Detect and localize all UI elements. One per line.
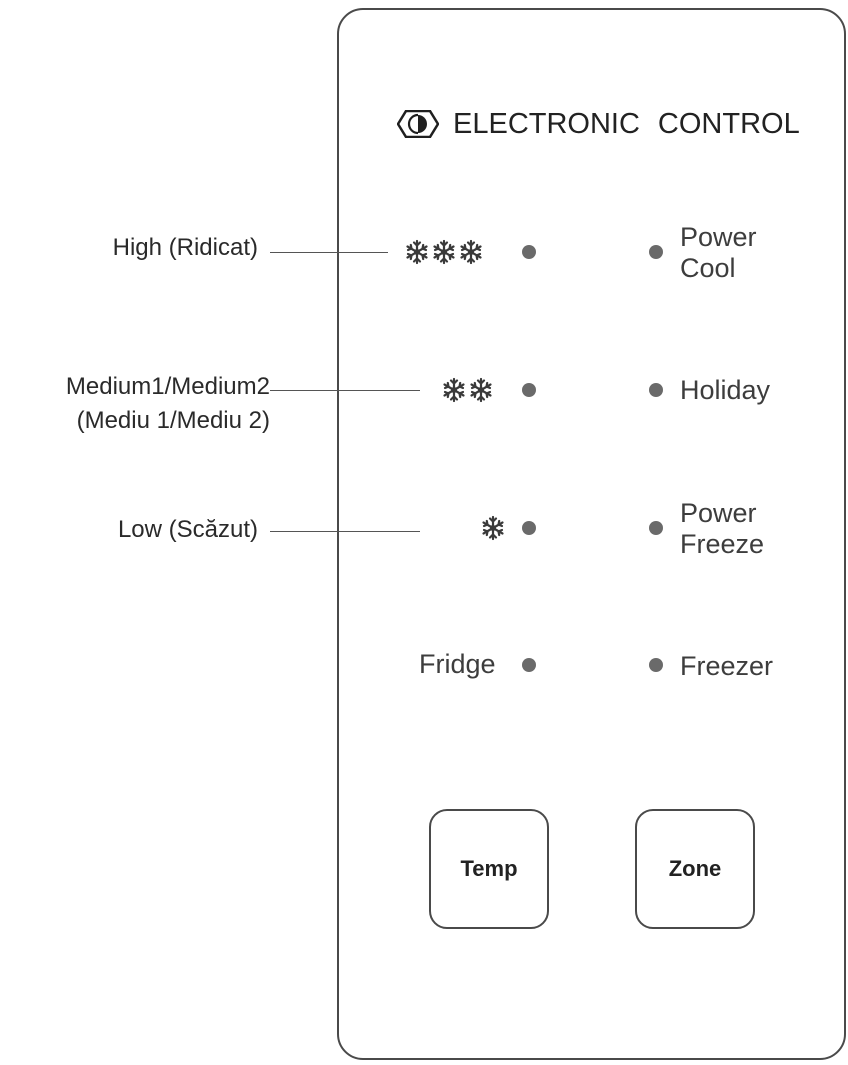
snowflake-group-high bbox=[404, 237, 485, 267]
callout-low-text: Low (Scăzut) bbox=[117, 516, 258, 543]
snowflake-icon bbox=[470, 377, 492, 403]
leader-line-low bbox=[270, 531, 420, 532]
callout-high: High (Ridicat) bbox=[113, 231, 258, 265]
indicator-dot-power-cool bbox=[649, 245, 663, 259]
power-cool-label: Power Cool bbox=[680, 222, 757, 284]
power-freeze-line1: Power bbox=[680, 498, 757, 528]
leader-line-medium bbox=[270, 390, 420, 391]
power-freeze-line2: Freeze bbox=[680, 529, 765, 559]
indicator-dot-power-freeze bbox=[649, 521, 663, 535]
indicator-dot-holiday bbox=[649, 383, 663, 397]
freezer-label: Freezer bbox=[680, 651, 774, 681]
indicator-dot-medium bbox=[522, 383, 536, 397]
power-freeze-label: Power Freeze bbox=[680, 498, 764, 560]
indicator-dot-high bbox=[522, 245, 536, 259]
callout-low: Low (Scăzut) bbox=[118, 513, 258, 547]
snowflake-icon bbox=[433, 239, 455, 265]
power-cool-line2: Cool bbox=[680, 253, 736, 283]
zone-button[interactable]: Zone bbox=[635, 809, 755, 929]
callout-medium: Medium1/Medium2 (Mediu 1/Mediu 2) bbox=[66, 370, 270, 438]
leader-line-high bbox=[270, 252, 388, 253]
power-cool-line1: Power bbox=[680, 222, 757, 252]
indicator-dot-fridge bbox=[522, 658, 536, 672]
holiday-label: Holiday bbox=[680, 375, 771, 405]
temp-button[interactable]: Temp bbox=[429, 809, 549, 929]
zone-button-label: Zone bbox=[668, 856, 722, 881]
brand-word-control: CONTROL bbox=[657, 107, 800, 140]
snowflake-group-medium bbox=[441, 375, 495, 405]
panel-header: ELECTRONIC CONTROL bbox=[397, 104, 800, 144]
indicator-dot-low bbox=[522, 521, 536, 535]
snowflake-icon bbox=[460, 239, 482, 265]
snowflake-icon bbox=[443, 377, 465, 403]
snowflake-icon bbox=[482, 515, 504, 541]
indicator-dot-freezer bbox=[649, 658, 663, 672]
callout-medium-line2: (Mediu 1/Mediu 2) bbox=[76, 407, 270, 434]
snowflake-icon bbox=[406, 239, 428, 265]
snowflake-group-low bbox=[480, 513, 507, 543]
control-panel bbox=[337, 8, 846, 1060]
callout-high-text: High (Ridicat) bbox=[112, 234, 258, 261]
brand-word-electronic: ELECTRONIC bbox=[453, 107, 640, 140]
fridge-label: Fridge bbox=[419, 649, 496, 679]
temp-button-label: Temp bbox=[460, 856, 518, 881]
callout-medium-line1: Medium1/Medium2 bbox=[65, 373, 270, 400]
half-filled-hexagon-icon bbox=[397, 110, 439, 138]
